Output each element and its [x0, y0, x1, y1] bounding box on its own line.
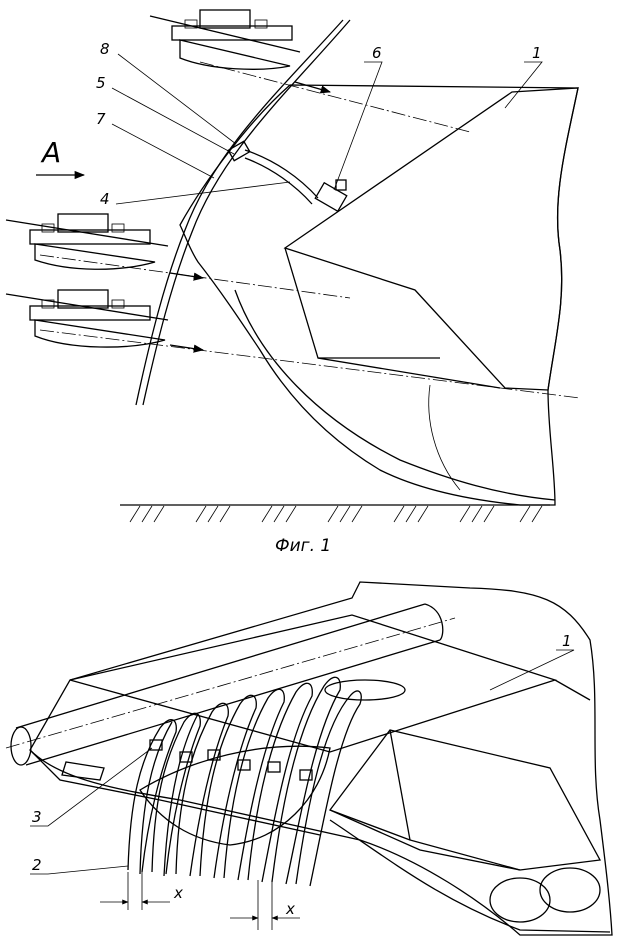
leader-6	[333, 61, 383, 191]
callout-5: 5	[96, 74, 106, 92]
roller-1	[489, 877, 551, 923]
dimension-x-2: x	[285, 900, 295, 918]
leader-1-fig2	[489, 649, 575, 691]
centerline-top	[199, 61, 471, 133]
body-top-face	[69, 614, 558, 753]
ground-hatching	[129, 505, 543, 523]
runner-inner	[428, 384, 461, 491]
tool-head-middle	[5, 213, 169, 270]
bolt-mount-6	[314, 181, 348, 213]
flow-arrow-low	[169, 344, 205, 353]
flow-arrow-top	[294, 81, 331, 94]
frame-block-edge	[284, 247, 501, 389]
curved-bar	[135, 19, 344, 406]
callout-8: 8	[100, 40, 110, 58]
view-marker-a: A	[40, 136, 61, 169]
leader-1	[504, 61, 543, 109]
pipe-axis	[5, 617, 456, 749]
pipe-top	[15, 603, 426, 729]
spring-tine	[244, 149, 319, 199]
centerline-low	[39, 329, 581, 399]
callout-3: 3	[32, 808, 42, 826]
front-slot	[61, 761, 105, 781]
leader-5	[111, 87, 235, 155]
leader-4	[115, 181, 291, 205]
figure-1-caption: Фиг. 1	[275, 536, 331, 556]
tine-clamps	[149, 739, 313, 781]
callout-4: 4	[100, 190, 110, 208]
tool-head-lower	[5, 289, 169, 348]
runner-skid	[234, 289, 556, 501]
front-lip	[29, 749, 321, 836]
figure-1: A 8 5 7 4 6 1 Фиг. 1	[5, 9, 581, 556]
body-rear-face	[554, 679, 591, 701]
callout-6: 6	[372, 44, 382, 62]
inner-plate	[139, 745, 331, 846]
side-block-front	[329, 809, 411, 841]
callout-2: 2	[32, 856, 42, 874]
machine-body-3d	[29, 581, 613, 936]
pipe-bottom	[25, 639, 441, 766]
tool-head-top	[149, 9, 301, 70]
curved-bar-outer	[142, 19, 351, 406]
spring-tine-inner	[244, 157, 313, 205]
callout-7: 7	[96, 110, 106, 128]
spring-tines	[127, 676, 362, 887]
dimension-x-1: x	[173, 884, 183, 902]
pipe-end	[10, 726, 32, 766]
callout-1-fig1: 1	[532, 44, 542, 62]
roller-2	[539, 867, 601, 913]
leader-2	[30, 865, 129, 875]
side-block-edges	[389, 729, 521, 871]
figure-2: 1 3 2 x x	[5, 581, 613, 936]
frame-block	[283, 87, 579, 391]
pipe-cap	[424, 603, 444, 641]
flow-arrow-mid	[169, 272, 205, 281]
leader-7	[111, 123, 215, 179]
leader-3	[30, 747, 153, 827]
bottom-skid	[329, 819, 611, 933]
leader-8	[117, 53, 237, 145]
top-opening	[324, 679, 406, 701]
side-block	[328, 729, 602, 871]
clamp-8	[227, 140, 251, 162]
callout-1-fig2: 1	[562, 632, 572, 650]
